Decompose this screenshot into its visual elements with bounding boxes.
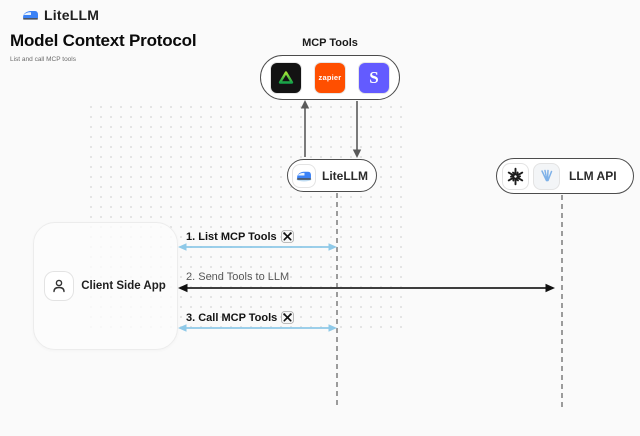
client-node-label: Client Side App [81, 280, 166, 292]
zapier-wordmark: zapier [318, 73, 342, 82]
client-side-app-node: Client Side App [33, 222, 178, 350]
mcp-tools-label: MCP Tools [302, 37, 358, 49]
arrowhead-step1-left [178, 243, 187, 251]
step1-label: 1. List MCP Tools [186, 230, 294, 243]
arrowhead-step2-left [178, 283, 188, 293]
person-icon [45, 272, 74, 300]
step1-text: 1. List MCP Tools [186, 230, 277, 243]
litellm-node: LiteLLM [287, 159, 377, 192]
openai-knot-glyph [507, 167, 524, 185]
llm-provider-icon [534, 163, 559, 189]
arrowhead-down [352, 149, 362, 158]
litellm-node-label: LiteLLM [322, 168, 368, 183]
step3-label: 3. Call MCP Tools [186, 311, 295, 324]
stripe-s-glyph: S [369, 67, 379, 87]
zapier-tool-icon: zapier [315, 62, 345, 93]
openai-icon [503, 163, 528, 189]
page-subtitle: List and call MCP tools [10, 56, 76, 63]
blue-fan-glyph [540, 169, 552, 182]
page-title: Model Context Protocol [10, 31, 197, 50]
arrowhead-step3-left [178, 324, 187, 332]
arrowhead-step2-right [545, 283, 555, 293]
llm-api-node-label: LLM API [569, 169, 617, 183]
brand-header: LiteLLM [22, 7, 99, 23]
stripe-tool-icon: S [359, 62, 389, 93]
litellm-train-glyph [296, 171, 312, 182]
tools-icon [280, 230, 294, 243]
llm-api-node: LLM API [496, 158, 634, 194]
step3-text: 3. Call MCP Tools [186, 311, 278, 324]
step2-label: 2. Send Tools to LLM [186, 271, 289, 283]
person-glyph [53, 279, 65, 293]
brand-name: LiteLLM [44, 7, 100, 23]
green-triangle-tool-icon [271, 62, 301, 93]
litellm-train-logo-icon [23, 11, 38, 20]
tools-icon [281, 311, 295, 324]
arrowhead-step1-right [328, 243, 337, 251]
green-triangle-glyph [278, 70, 294, 84]
arrowhead-up [300, 100, 310, 109]
arrowhead-step3-right [328, 324, 337, 332]
litellm-train-icon [293, 164, 315, 187]
step2-text: 2. Send Tools to LLM [186, 271, 290, 283]
mcp-tools-box: zapier S [260, 55, 400, 100]
